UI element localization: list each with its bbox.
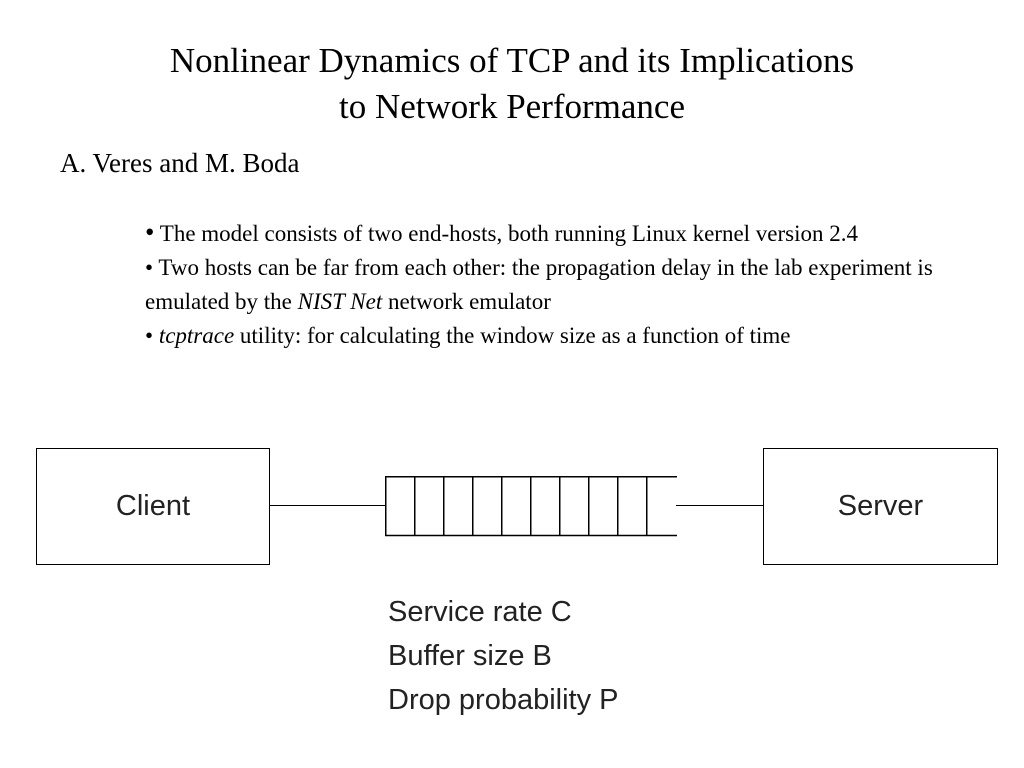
title-line-2: to Network Performance — [339, 87, 685, 126]
title-line-1: Nonlinear Dynamics of TCP and its Implic… — [169, 41, 855, 80]
buffer-queue — [385, 476, 677, 537]
bullet-text: Two hosts can be far from each other: th… — [145, 255, 933, 314]
authors: A. Veres and M. Boda — [60, 148, 300, 178]
slide-title: Nonlinear Dynamics of TCP and its Implic… — [0, 38, 1024, 130]
bullet-dot: • — [145, 323, 154, 348]
server-box: Server — [763, 448, 998, 565]
bullet-list: • The model consists of two end-hosts, b… — [145, 215, 935, 353]
bullet-item: • Two hosts can be far from each other: … — [145, 251, 935, 319]
client-box: Client — [36, 448, 270, 565]
bullet-text: utility: for calculating the window size… — [234, 323, 791, 348]
parameter-list: Service rate C Buffer size B Drop probab… — [388, 590, 619, 722]
bullet-emphasis: NIST Net — [297, 289, 383, 314]
server-label: Server — [837, 490, 924, 522]
bullet-item: • The model consists of two end-hosts, b… — [145, 215, 935, 251]
bullet-dot: • — [145, 255, 154, 280]
bullet-text: The model consists of two end-hosts, bot… — [154, 221, 858, 246]
server-link-line — [676, 505, 763, 506]
bullet-emphasis: tcptrace — [158, 323, 235, 348]
bullet-text: network emulator — [382, 289, 551, 314]
client-link-line — [270, 505, 386, 506]
bullet-dot: • — [145, 217, 155, 247]
client-label: Client — [115, 490, 191, 522]
bullet-item: • tcptrace utility: for calculating the … — [145, 319, 935, 353]
parameter-service-rate: Service rate C — [388, 596, 572, 628]
parameter-buffer-size: Buffer size B — [388, 640, 552, 672]
parameter-drop-probability: Drop probability P — [388, 684, 619, 716]
